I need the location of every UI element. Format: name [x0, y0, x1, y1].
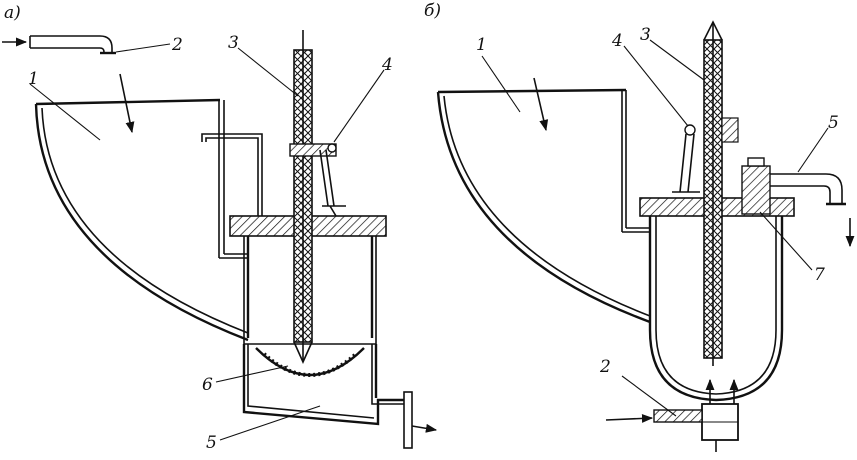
bottom-inlet — [605, 378, 739, 452]
callout-b-2: 2 — [599, 357, 611, 377]
panel-b: б) — [424, 1, 855, 452]
collector — [242, 344, 438, 449]
panel-a-label: а) — [4, 3, 21, 23]
callout-b-4: 4 — [611, 31, 623, 51]
lever — [289, 143, 346, 217]
electrode — [703, 20, 723, 366]
callout-b-1: 1 — [476, 35, 487, 55]
vessel-body — [648, 216, 784, 402]
vessel-body — [243, 236, 377, 345]
lever — [672, 117, 739, 193]
screen — [255, 347, 365, 377]
callout-b-7: 7 — [814, 265, 825, 285]
callout-a-3: 3 — [228, 33, 239, 53]
callout-a-6: 6 — [202, 375, 213, 395]
callout-a-2: 2 — [171, 35, 183, 55]
callout-b-5: 5 — [828, 113, 839, 133]
outlet-valve — [741, 157, 855, 248]
callout-b-3: 3 — [640, 25, 651, 45]
callout-a-1: 1 — [28, 69, 39, 89]
callout-leaders-b — [481, 39, 829, 417]
hopper — [34, 73, 249, 342]
hopper — [436, 77, 651, 324]
panel-a: а) — [2, 3, 438, 453]
inlet-pipe — [2, 35, 116, 55]
panel-b-label: б) — [424, 1, 441, 21]
callout-a-4: 4 — [381, 55, 393, 75]
electrode — [293, 30, 313, 364]
overflow-tube — [201, 133, 263, 222]
callout-a-5: 5 — [206, 433, 217, 453]
callout-leaders-a — [29, 43, 385, 441]
